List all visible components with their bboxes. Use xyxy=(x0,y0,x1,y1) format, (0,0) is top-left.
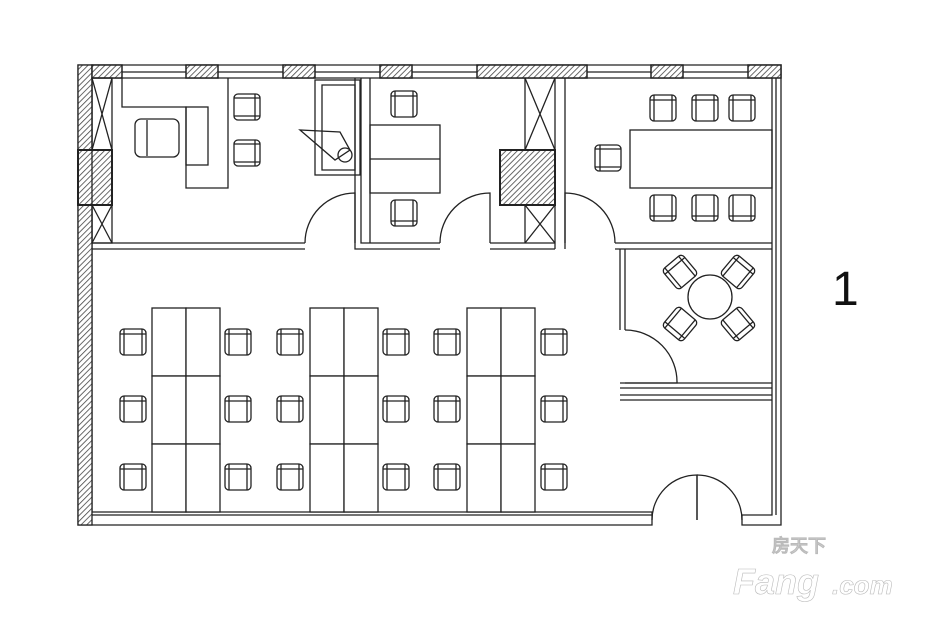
door-swings xyxy=(304,192,743,521)
chair xyxy=(390,90,418,118)
fang-watermark-logo: 房天下 Fang .com xyxy=(733,535,893,603)
wall-pier xyxy=(185,64,219,79)
desk xyxy=(185,375,221,445)
desk xyxy=(466,375,502,445)
chair xyxy=(662,306,698,342)
chair xyxy=(662,254,698,290)
chair xyxy=(540,463,568,491)
desk xyxy=(151,443,187,513)
chair xyxy=(691,194,719,222)
chair xyxy=(433,463,461,491)
desk xyxy=(151,375,187,445)
chair xyxy=(594,144,622,172)
room-number: 1 xyxy=(832,263,859,316)
sofa xyxy=(298,79,361,176)
meeting-table-small xyxy=(369,124,441,194)
chair xyxy=(276,328,304,356)
chair xyxy=(720,254,756,290)
chair xyxy=(224,395,252,423)
chair xyxy=(720,306,756,342)
wall-pier xyxy=(747,64,782,79)
conference-table xyxy=(629,129,773,189)
wall-pier xyxy=(282,64,316,79)
chair xyxy=(649,194,677,222)
chair xyxy=(233,93,261,121)
desk xyxy=(343,375,379,445)
chairs xyxy=(119,90,756,491)
chair xyxy=(540,395,568,423)
chair xyxy=(382,463,410,491)
desk xyxy=(309,307,345,377)
wall-pier xyxy=(379,64,413,79)
interior-walls xyxy=(91,77,772,401)
watermark-suffix: .com xyxy=(832,570,893,600)
wall-pier xyxy=(91,64,123,79)
exterior-walls xyxy=(77,64,782,526)
chair xyxy=(433,328,461,356)
desk xyxy=(151,307,187,377)
armchair xyxy=(134,118,180,158)
desk xyxy=(343,307,379,377)
desk xyxy=(185,307,221,377)
wall-pier xyxy=(476,64,588,79)
desk xyxy=(500,443,536,513)
watermark-brand: Fang xyxy=(733,561,819,602)
chair xyxy=(224,328,252,356)
chair xyxy=(649,94,677,122)
desk xyxy=(309,375,345,445)
desk xyxy=(466,443,502,513)
chair xyxy=(540,328,568,356)
desk xyxy=(343,443,379,513)
chair xyxy=(382,395,410,423)
desk xyxy=(500,375,536,445)
chair xyxy=(119,463,147,491)
chair xyxy=(728,194,756,222)
chair xyxy=(390,199,418,227)
window-piers xyxy=(91,64,782,79)
chair xyxy=(276,395,304,423)
chair xyxy=(276,463,304,491)
round-table xyxy=(687,274,733,320)
desk xyxy=(466,307,502,377)
desk xyxy=(309,443,345,513)
chair xyxy=(224,463,252,491)
workstation-desks xyxy=(151,307,536,513)
chair xyxy=(382,328,410,356)
desk xyxy=(185,443,221,513)
chair xyxy=(433,395,461,423)
watermark-chinese: 房天下 xyxy=(772,535,826,557)
desk xyxy=(500,307,536,377)
executive-desk xyxy=(121,78,229,189)
chair xyxy=(119,328,147,356)
chair xyxy=(119,395,147,423)
chair xyxy=(691,94,719,122)
chair xyxy=(728,94,756,122)
wall-pier xyxy=(650,64,684,79)
chair xyxy=(233,139,261,167)
